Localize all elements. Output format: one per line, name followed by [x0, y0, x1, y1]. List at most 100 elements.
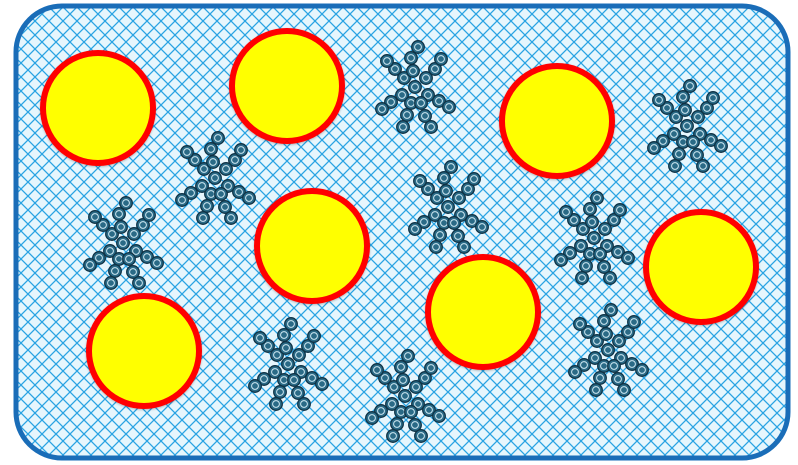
cluster-bead — [684, 80, 697, 93]
cluster-bead — [381, 55, 394, 68]
cluster-bead — [438, 172, 451, 185]
cluster-bead — [435, 53, 448, 66]
cluster-bead — [123, 253, 136, 266]
cluster-bead — [207, 156, 220, 169]
cluster-bead — [600, 328, 613, 341]
cluster-bead — [636, 364, 649, 377]
cluster-bead — [402, 350, 415, 363]
cluster-bead — [476, 221, 489, 234]
cluster-bead — [605, 304, 618, 317]
cluster-bead — [120, 197, 133, 210]
cluster-bead — [574, 318, 587, 331]
cluster-bead — [399, 390, 412, 403]
cluster-bead — [397, 374, 410, 387]
cluster-bead — [590, 384, 603, 397]
cluster-bead — [151, 257, 164, 270]
yellow-particle — [646, 212, 756, 322]
cluster-bead — [181, 146, 194, 159]
cluster-bead — [407, 65, 420, 78]
cluster-bead — [270, 398, 283, 411]
cluster-bead — [440, 185, 453, 198]
cluster-bead — [225, 212, 238, 225]
cluster-bead — [598, 315, 611, 328]
cluster-bead — [298, 398, 311, 411]
cluster-bead — [584, 203, 597, 216]
cluster-bead — [397, 121, 410, 134]
cluster-bead — [434, 229, 447, 242]
cluster-bead — [707, 92, 720, 105]
cluster-bead — [243, 192, 256, 205]
cluster-bead — [113, 208, 126, 221]
cluster-bead — [133, 277, 146, 290]
cluster-bead — [614, 204, 627, 217]
cluster-bead — [415, 430, 428, 443]
cluster-bead — [594, 372, 607, 385]
cluster-bead — [117, 237, 130, 250]
cluster-bead — [84, 259, 97, 272]
cluster-bead — [687, 136, 700, 149]
cluster-bead — [405, 406, 418, 419]
cluster-bead — [308, 330, 321, 343]
cluster-bead — [715, 140, 728, 153]
cluster-bead — [448, 217, 461, 230]
cluster-bead — [197, 212, 210, 225]
cluster-bead — [679, 104, 692, 117]
cluster-bead — [433, 410, 446, 423]
cluster-bead — [282, 358, 295, 371]
cluster-bead — [569, 366, 582, 379]
cluster-bead — [594, 248, 607, 261]
cluster-bead — [622, 252, 635, 265]
cluster-bead — [445, 161, 458, 174]
cluster-bead — [115, 221, 128, 234]
yellow-particle — [502, 66, 612, 176]
cluster-bead — [395, 361, 408, 374]
cluster-bead — [669, 160, 682, 173]
cluster-bead — [274, 386, 287, 399]
cluster-bead — [376, 103, 389, 116]
cluster-bead — [285, 318, 298, 331]
cluster-bead — [458, 241, 471, 254]
cluster-bead — [89, 211, 102, 224]
cluster-bead — [648, 142, 661, 155]
cluster-bead — [409, 81, 422, 94]
cluster-bead — [608, 360, 621, 373]
cluster-bead — [249, 380, 262, 393]
cluster-bead — [212, 132, 225, 145]
yellow-particle — [43, 53, 153, 163]
cluster-bead — [468, 173, 481, 186]
cluster-bead — [425, 121, 438, 134]
cluster-bead — [555, 254, 568, 267]
yellow-particle — [89, 296, 199, 406]
cluster-bead — [442, 201, 455, 214]
cluster-bead — [366, 412, 379, 425]
cluster-bead — [586, 216, 599, 229]
cluster-bead — [278, 329, 291, 342]
cluster-bead — [412, 41, 425, 54]
cluster-bead — [280, 342, 293, 355]
cluster-bead — [405, 52, 418, 65]
yellow-particle — [428, 257, 538, 367]
cluster-bead — [254, 332, 267, 345]
cluster-bead — [143, 209, 156, 222]
cluster-bead — [205, 143, 218, 156]
cluster-bead — [443, 101, 456, 114]
cluster-bead — [235, 144, 248, 157]
cluster-bead — [215, 188, 228, 201]
cluster-bead — [401, 109, 414, 122]
cluster-bead — [387, 430, 400, 443]
cluster-bead — [673, 148, 686, 161]
cluster-bead — [425, 362, 438, 375]
cluster-bead — [677, 91, 690, 104]
cluster-bead — [316, 378, 329, 391]
cluster-bead — [604, 272, 617, 285]
cluster-bead — [176, 194, 189, 207]
cluster-bead — [391, 418, 404, 431]
cluster-bead — [628, 316, 641, 329]
cluster-bead — [681, 120, 694, 133]
cluster-bead — [653, 94, 666, 107]
cluster-bead — [415, 97, 428, 110]
cluster-bead — [288, 374, 301, 387]
yellow-particle — [232, 31, 342, 141]
